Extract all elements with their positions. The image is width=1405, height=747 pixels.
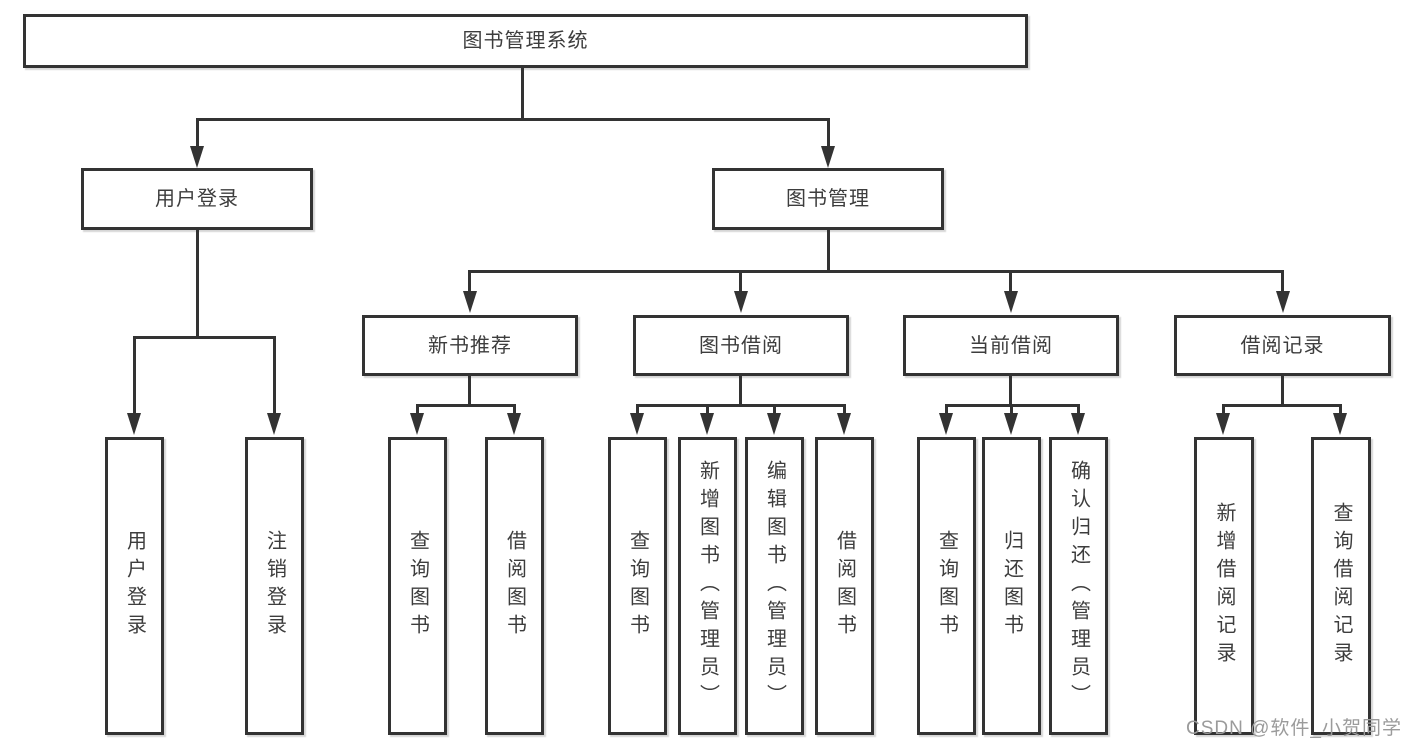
connector-line	[1339, 404, 1342, 416]
node-book-management: 图书管理	[712, 168, 944, 230]
arrowhead-down-icon	[767, 413, 781, 435]
node-user-login: 用户登录	[81, 168, 313, 230]
node-label: 图书管理系统	[462, 30, 589, 52]
connector-line	[468, 270, 471, 295]
connector-line	[196, 118, 199, 150]
node-label: 新增借阅记录	[1213, 502, 1235, 670]
node-label: 查询借阅记录	[1330, 502, 1352, 670]
connector-line	[827, 230, 830, 273]
arrowhead-down-icon	[821, 146, 835, 168]
node-label: 借阅图书	[503, 530, 526, 642]
node-leaf-add-borrow-record: 新增借阅记录	[1194, 437, 1254, 735]
node-leaf-query-borrow-record: 查询借阅记录	[1311, 437, 1371, 735]
node-leaf-query-books-recommend: 查询图书	[388, 437, 447, 735]
arrowhead-down-icon	[1216, 413, 1230, 435]
node-library-management-system: 图书管理系统	[23, 14, 1028, 68]
arrowhead-down-icon	[507, 413, 521, 435]
node-label: 确认归还（管理员）	[1067, 460, 1090, 712]
arrowhead-down-icon	[190, 146, 204, 168]
arrowhead-down-icon	[410, 413, 424, 435]
arrowhead-down-icon	[463, 291, 477, 313]
node-leaf-logout: 注销登录	[245, 437, 304, 735]
node-leaf-add-books-admin: 新增图书（管理员）	[678, 437, 737, 735]
connector-line	[1281, 270, 1284, 295]
node-label: 借阅记录	[1240, 334, 1325, 357]
arrowhead-down-icon	[837, 413, 851, 435]
node-leaf-user-login: 用户登录	[105, 437, 164, 735]
arrowhead-down-icon	[734, 291, 748, 313]
connector-line	[773, 404, 776, 416]
node-label: 查询图书	[406, 530, 429, 642]
connector-line	[636, 404, 846, 407]
node-leaf-edit-books-admin: 编辑图书（管理员）	[745, 437, 804, 735]
connector-line	[739, 376, 742, 407]
node-leaf-borrow-books-recommend: 借阅图书	[485, 437, 544, 735]
connector-line	[706, 404, 709, 416]
node-label: 当前借阅	[969, 334, 1053, 357]
arrowhead-down-icon	[939, 413, 953, 435]
node-label: 借阅图书	[833, 530, 856, 642]
node-book-borrowing: 图书借阅	[633, 315, 849, 376]
node-leaf-query-books-borrowing: 查询图书	[608, 437, 667, 735]
node-new-book-recommend: 新书推荐	[362, 315, 578, 376]
connector-line	[416, 404, 516, 407]
connector-line	[273, 336, 276, 416]
connector-line	[827, 118, 830, 150]
connector-line	[945, 404, 948, 416]
node-label: 用户登录	[123, 530, 146, 642]
connector-line	[739, 270, 742, 295]
connector-line	[1281, 376, 1284, 407]
arrowhead-down-icon	[1071, 413, 1085, 435]
connector-line	[468, 376, 471, 407]
arrowhead-down-icon	[700, 413, 714, 435]
arrowhead-down-icon	[1276, 291, 1290, 313]
node-label: 用户登录	[155, 188, 239, 210]
node-label: 归还图书	[1000, 530, 1023, 642]
node-label: 新书推荐	[428, 334, 512, 357]
node-label: 查询图书	[935, 530, 958, 642]
connector-line	[513, 404, 516, 416]
connector-line	[196, 118, 830, 121]
node-label: 图书借阅	[699, 334, 783, 357]
arrowhead-down-icon	[1004, 413, 1018, 435]
connector-line	[1009, 270, 1012, 295]
arrowhead-down-icon	[127, 413, 141, 435]
connector-line	[133, 336, 136, 416]
connector-line	[1009, 376, 1012, 407]
node-borrowing-records: 借阅记录	[1174, 315, 1391, 376]
node-leaf-query-books-current: 查询图书	[917, 437, 976, 735]
arrowhead-down-icon	[267, 413, 281, 435]
connector-line	[843, 404, 846, 416]
connector-line	[133, 336, 276, 339]
connector-line	[196, 230, 199, 339]
node-label: 编辑图书（管理员）	[763, 460, 786, 712]
csdn-watermark: CSDN @软件_小贺同学	[1186, 718, 1402, 739]
node-current-borrowing: 当前借阅	[903, 315, 1119, 376]
connector-line	[521, 67, 524, 120]
connector-line	[468, 270, 1284, 273]
arrowhead-down-icon	[630, 413, 644, 435]
connector-line	[1222, 404, 1342, 407]
connector-line	[1010, 404, 1013, 416]
connector-line	[1077, 404, 1080, 416]
node-label: 新增图书（管理员）	[696, 460, 719, 712]
node-leaf-return-books: 归还图书	[982, 437, 1041, 735]
node-leaf-confirm-return-admin: 确认归还（管理员）	[1049, 437, 1108, 735]
node-label: 图书管理	[786, 188, 870, 210]
connector-line	[636, 404, 639, 416]
node-label: 查询图书	[626, 530, 649, 642]
connector-line	[416, 404, 419, 416]
connector-line	[1222, 404, 1225, 416]
arrowhead-down-icon	[1333, 413, 1347, 435]
node-leaf-borrow-books: 借阅图书	[815, 437, 874, 735]
arrowhead-down-icon	[1004, 291, 1018, 313]
node-label: 注销登录	[263, 530, 286, 642]
